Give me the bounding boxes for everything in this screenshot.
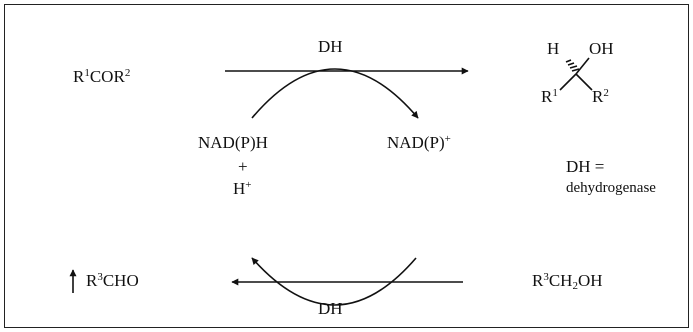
product-r2: R2 <box>592 87 609 106</box>
product-h: H <box>547 39 560 58</box>
cosubstrate-aldehyde: R3CHO <box>86 271 139 290</box>
cofactor-plus: + <box>238 157 248 176</box>
legend-dehydrogenase: dehydrogenase <box>566 180 656 196</box>
cofactor-proton: H+ <box>233 179 252 198</box>
cofactor-nadph: NAD(P)H <box>198 133 268 152</box>
product-oh: OH <box>589 39 614 58</box>
top-enzyme-label: DH <box>318 37 343 56</box>
legend-dh: DH = <box>566 157 605 176</box>
substrate-ketone: R1COR2 <box>73 67 131 86</box>
bond-c-r1 <box>559 73 577 91</box>
top-cofactor-arc <box>251 68 419 119</box>
cofactor-nadp: NAD(P)+ <box>387 133 451 152</box>
bond-c-r2 <box>575 73 593 91</box>
bond-c-oh <box>575 57 590 75</box>
product-r1: R1 <box>541 87 558 106</box>
cosubstrate-alcohol: R3CH2OH <box>532 271 603 292</box>
bottom-cofactor-arc <box>251 257 417 306</box>
hashed-bond-c-h <box>565 59 580 72</box>
bottom-enzyme-label: DH <box>318 299 343 318</box>
diagram-frame <box>4 4 689 328</box>
